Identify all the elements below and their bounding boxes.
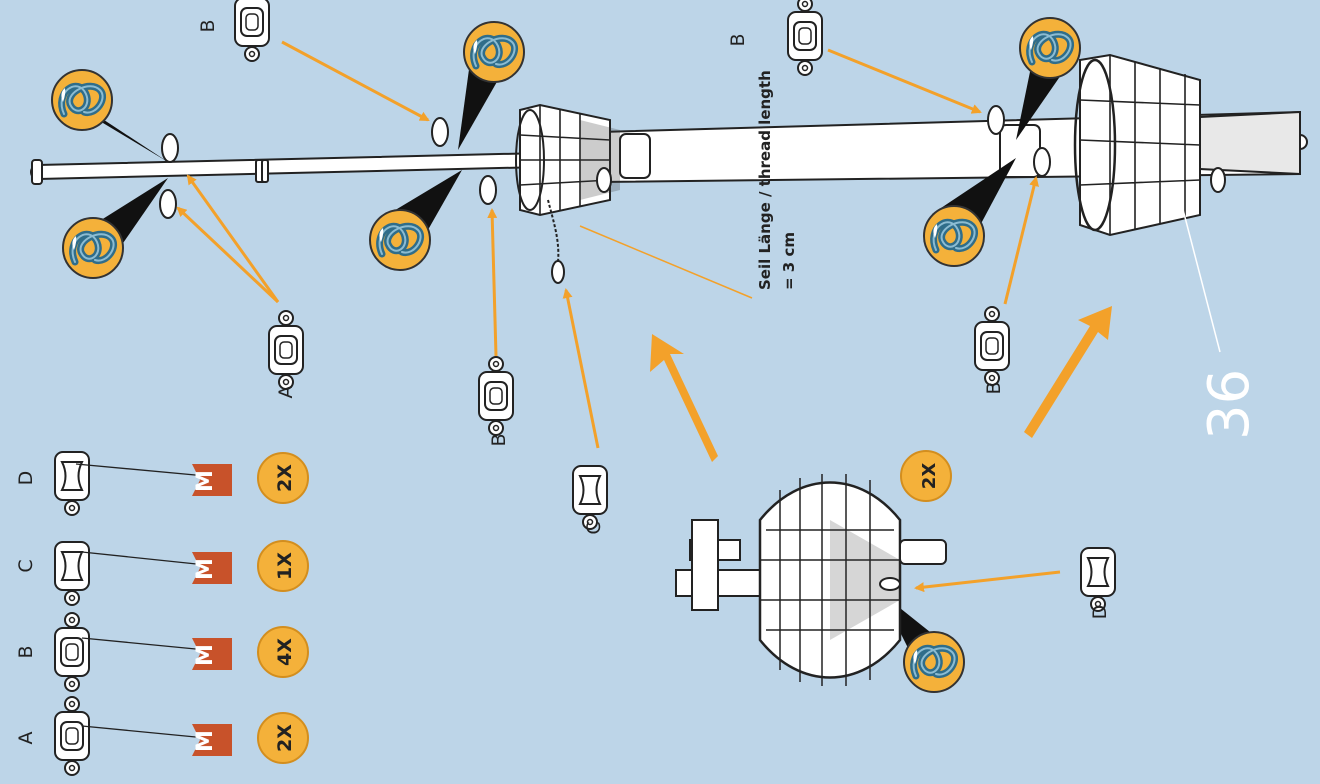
svg-text:D: D — [1089, 605, 1111, 620]
svg-text:C: C — [15, 559, 37, 572]
svg-text:C: C — [583, 521, 605, 534]
parts-legend: D M 2X C M 1X B M 4X — [15, 451, 309, 776]
svg-text:M: M — [193, 730, 218, 752]
inset-basket-detail — [675, 474, 947, 686]
callout-b2: B — [478, 356, 514, 447]
page-number: 36 — [1197, 369, 1262, 440]
legend-row: C M 1X — [15, 540, 309, 606]
svg-text:2X: 2X — [274, 724, 296, 752]
deadeye-block-icon — [478, 356, 514, 436]
callout-b4: B — [974, 306, 1010, 395]
svg-text:A: A — [15, 732, 37, 745]
page-leader-line — [1179, 197, 1221, 353]
deadeye-block-icon — [54, 612, 90, 692]
svg-text:4X: 4X — [274, 638, 296, 666]
svg-text:A: A — [275, 386, 297, 399]
deadeye-block-icon — [1080, 547, 1116, 612]
svg-text:M: M — [193, 470, 218, 492]
deadeye-block-icon — [54, 451, 90, 516]
svg-text:D: D — [15, 471, 37, 486]
knot-badge-icon — [1020, 18, 1080, 78]
thread-leader-line — [579, 225, 753, 299]
thread-note-line1: Seil Länge / thread length — [756, 70, 774, 290]
svg-text:2X: 2X — [274, 464, 296, 492]
thread-note-line2: = 3 cm — [780, 232, 798, 290]
svg-text:B: B — [488, 433, 510, 446]
callout-c: C — [572, 465, 608, 535]
knot-badge-icon — [464, 22, 524, 82]
deadeye-block-icon — [54, 541, 90, 606]
knot-badge-icon — [370, 210, 430, 270]
svg-text:B: B — [727, 33, 749, 46]
direction-arrow-icon — [1024, 306, 1112, 438]
legend-row: B M 4X — [15, 612, 309, 692]
callout-b1: B — [197, 0, 270, 62]
callout-b3: B — [727, 0, 823, 76]
legend-row: A M 2X — [15, 696, 309, 776]
svg-text:M: M — [193, 558, 218, 580]
svg-text:M: M — [193, 644, 218, 666]
inset-quantity-badge: 2X — [900, 450, 952, 502]
callout-a: A — [268, 310, 304, 399]
knot-badge-icon — [52, 70, 112, 130]
callout-arrows — [176, 40, 1061, 593]
deadeye-block-icon — [787, 0, 823, 76]
knot-badge-icon — [904, 632, 964, 692]
deadeye-block-icon — [572, 465, 608, 530]
deadeye-block-icon — [54, 696, 90, 776]
svg-text:2X: 2X — [919, 463, 940, 490]
svg-text:B: B — [15, 645, 37, 658]
mast-illustration — [30, 53, 1308, 284]
knot-badge-icon — [63, 218, 123, 278]
svg-text:B: B — [197, 19, 219, 32]
svg-text:B: B — [983, 381, 1005, 394]
callout-d: D — [1080, 547, 1116, 620]
deadeye-block-icon — [234, 0, 270, 62]
direction-arrow-icon — [650, 334, 718, 462]
deadeye-block-icon — [974, 306, 1010, 386]
svg-text:1X: 1X — [274, 552, 296, 580]
knot-badge-icon — [924, 206, 984, 266]
legend-row: D M 2X — [15, 451, 309, 516]
deadeye-block-icon — [268, 310, 304, 390]
